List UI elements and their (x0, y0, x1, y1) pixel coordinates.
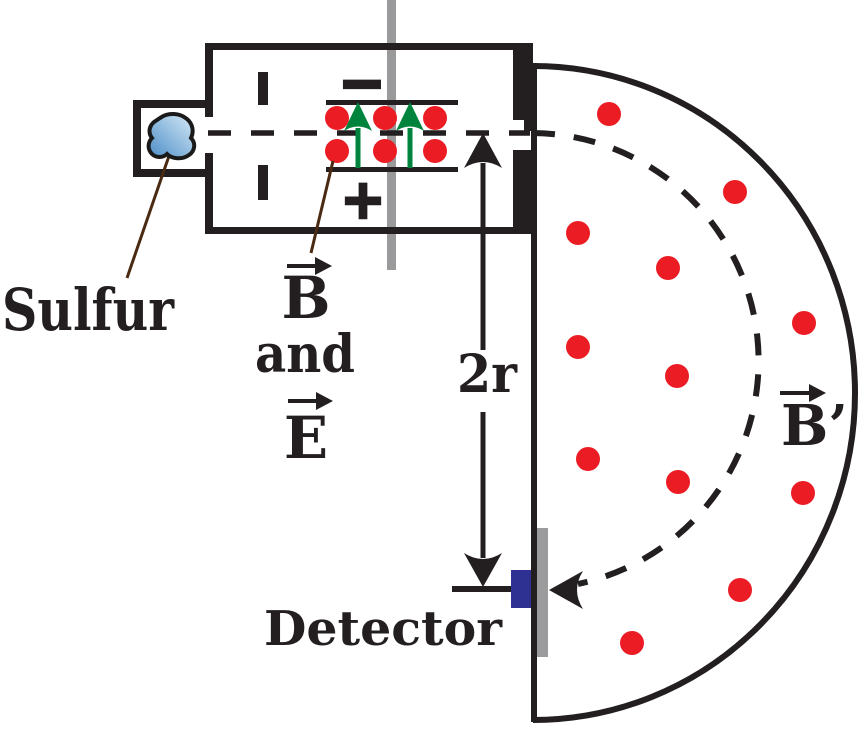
field-dot (792, 311, 816, 335)
detector-block (511, 570, 531, 608)
exit-wall-upper (513, 43, 533, 120)
field-dot (325, 106, 349, 130)
b-prime-vector-arrow (780, 384, 826, 402)
positive-plate-symbol: + (340, 168, 385, 231)
and-label: and (255, 324, 355, 385)
e-field-arrows (344, 102, 424, 168)
field-dot (665, 364, 689, 388)
field-dot (566, 221, 590, 245)
beam-arrowhead (549, 571, 583, 609)
source-box (133, 100, 213, 177)
e-field-label: E (284, 404, 328, 472)
diameter-arrowhead-down (464, 553, 502, 587)
e-field-arrow-head (396, 102, 424, 131)
detector-label: Detector (264, 601, 503, 657)
field-dot (373, 139, 397, 163)
field-pointer-line (309, 160, 335, 254)
field-dot (666, 470, 690, 494)
b-vector-arrow (287, 257, 332, 275)
exit-slit-baffle (524, 120, 533, 131)
e-vector-arrow (288, 392, 333, 410)
field-dot (791, 481, 815, 505)
field-dot (723, 180, 747, 204)
ion-dots-selector (325, 106, 447, 163)
semicircle-arc (532, 63, 858, 723)
diameter-arrow (452, 133, 512, 592)
field-dot (620, 631, 644, 655)
field-dot (656, 256, 680, 280)
collimator-slit-bottom (258, 165, 268, 200)
field-dot (423, 139, 447, 163)
field-dot (728, 578, 752, 602)
field-dot (325, 139, 349, 163)
field-dot (597, 102, 621, 126)
sulfur-pointer-line (125, 152, 172, 279)
detector-mount-bar (534, 528, 548, 657)
negative-plate-symbol: − (339, 51, 386, 116)
field-dot (576, 447, 600, 471)
b-prime-field-label: B’ (781, 393, 848, 459)
beam-path-semicircle (532, 130, 762, 587)
diameter-arrowhead-up (464, 133, 502, 168)
field-dot (566, 335, 590, 359)
e-arrow-head (316, 392, 333, 410)
field-dot (423, 106, 447, 130)
sulfur-label: Sulfur (2, 276, 175, 344)
field-dots-semicircle (566, 102, 816, 655)
sulfur-sample-blob (146, 112, 197, 161)
b-arrow-head (315, 257, 332, 275)
e-field-arrow-head (344, 102, 372, 131)
diameter-label: 2r (457, 344, 518, 405)
collimator-slit-top (258, 72, 268, 105)
exit-wall-lower (513, 150, 533, 234)
field-dot (373, 106, 397, 130)
b-prime-arrow-head (809, 384, 826, 402)
selector-chamber (205, 43, 533, 234)
b-field-label: B (281, 264, 330, 332)
